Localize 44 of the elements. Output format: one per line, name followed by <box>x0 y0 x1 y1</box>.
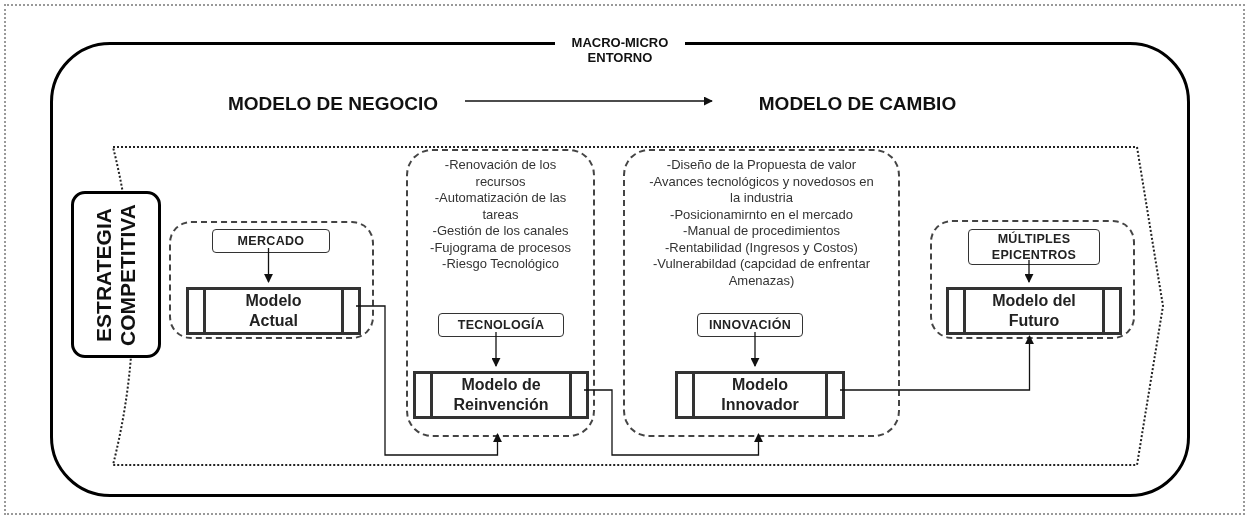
tag-box <box>212 229 330 253</box>
list-item: -Diseño de la Propuesta de valor <box>666 157 857 174</box>
process-box <box>413 371 589 419</box>
section-heading: MODELO DE NEGOCIO <box>227 91 439 116</box>
arrow <box>750 331 760 367</box>
dashed-group-box <box>930 220 1135 339</box>
arrow <box>464 96 713 106</box>
process-label: Modelo Innovador <box>720 375 800 415</box>
arrow <box>264 247 273 283</box>
list-item: -Manual de procedimientos <box>683 223 840 240</box>
list-item: -Gestión de los canales <box>432 223 569 240</box>
tag-label: MÚLTIPLES EPICENTROS <box>990 231 1078 263</box>
dashed-group-box <box>406 149 595 437</box>
process-label: Modelo del Futuro <box>991 291 1077 331</box>
tag-box <box>438 313 564 337</box>
arrow <box>583 389 763 456</box>
process-box <box>186 287 361 335</box>
vertical-label: ESTRATEGIA COMPETITIVA <box>92 203 140 346</box>
process-box <box>675 371 845 419</box>
list-item: -Avances tecnológicos y novedosos en la industria <box>648 173 875 207</box>
list-item: -Vulnerabildad (capcidad de enfrentar Amenazas) <box>651 256 871 289</box>
arrow <box>1024 259 1034 283</box>
dashed-group-box <box>623 149 900 437</box>
frame-title: MACRO-MICRO ENTORNO <box>555 35 685 65</box>
list-item: -Rentabilidad (Ingresos y Costos) <box>665 239 858 256</box>
tag-box <box>697 313 803 337</box>
list-item: -Riesgo Tecnológico <box>442 256 559 273</box>
list-item: -Renovación de los recursos <box>443 157 558 190</box>
arrow <box>355 305 502 456</box>
dashed-group-box <box>169 221 374 339</box>
tag-label: TECNOLOGÍA <box>456 317 546 333</box>
tag-label: MERCADO <box>236 233 306 249</box>
arrow <box>839 335 1034 391</box>
tag-label: INNOVACIÓN <box>707 317 793 333</box>
arrow <box>491 331 501 367</box>
list-item: -Automatización de las tareas <box>433 190 568 223</box>
section-heading: MODELO DE CAMBIO <box>758 91 957 116</box>
process-box <box>946 287 1122 335</box>
process-label: Modelo Actual <box>244 291 303 331</box>
label-box <box>71 191 161 358</box>
tag-box <box>968 229 1100 265</box>
list-item: -Posicionamirnto en el mercado <box>670 206 853 223</box>
list-item: -Fujograma de procesos <box>430 239 571 256</box>
process-label: Modelo de Reinvención <box>452 375 550 415</box>
